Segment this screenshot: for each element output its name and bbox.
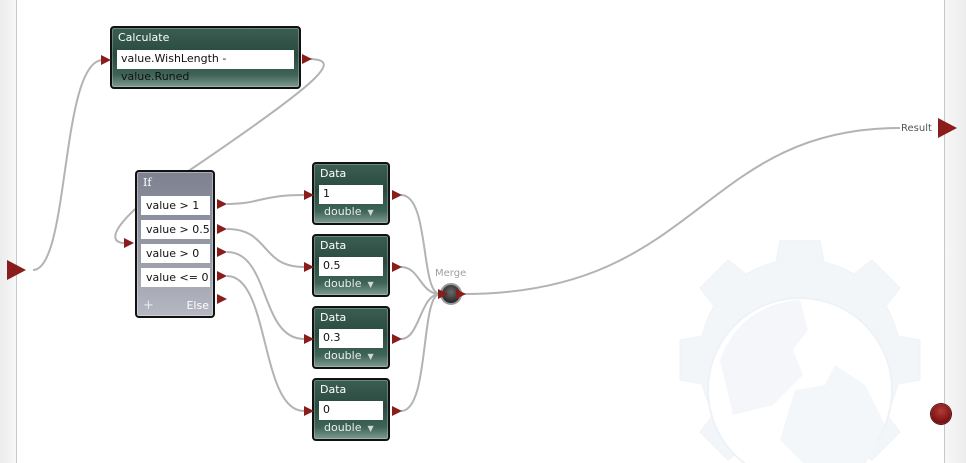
calculate-input-port[interactable]	[101, 55, 111, 65]
data-node-title: Data	[320, 383, 347, 396]
if-output-port-2[interactable]	[217, 224, 227, 234]
chevron-down-icon: ▼	[367, 352, 374, 361]
right-output-panel	[944, 0, 966, 463]
calculate-node-title: Calculate	[118, 31, 170, 44]
data-4-output-port[interactable]	[392, 406, 402, 416]
calculate-expression-input[interactable]: value.WishLength - value.Runed	[117, 50, 294, 83]
if-condition-2[interactable]: value > 0.5	[141, 220, 210, 239]
data-value-input[interactable]: 0	[319, 401, 383, 420]
data-node-title: Data	[320, 239, 347, 252]
data-type-dropdown[interactable]: double▼	[324, 205, 374, 218]
if-node-title: If	[143, 176, 152, 189]
wire-if1-to-data1	[226, 194, 305, 205]
data-node-title: Data	[320, 167, 347, 180]
data-2-output-port[interactable]	[392, 262, 402, 272]
add-output-button[interactable]	[931, 404, 951, 424]
data-1-output-port[interactable]	[392, 190, 402, 200]
wire-data3-to-merge	[400, 293, 441, 340]
if-condition-4[interactable]: value <= 0	[141, 268, 210, 287]
wire-data4-to-merge	[400, 293, 441, 412]
if-output-port-4[interactable]	[217, 271, 227, 281]
wire-if4-to-data4	[226, 275, 305, 412]
if-condition-1[interactable]: value > 1	[141, 196, 210, 215]
result-label: Result	[901, 123, 932, 134]
if-output-port-1[interactable]	[217, 199, 227, 209]
data-2-input-port[interactable]	[304, 262, 314, 272]
merge-label: Merge	[435, 268, 467, 279]
calculate-output-port[interactable]	[302, 54, 312, 64]
data-node-2[interactable]: Data 0.5 double▼	[312, 234, 390, 297]
merge-input-port[interactable]	[438, 289, 448, 299]
chevron-down-icon: ▼	[367, 424, 374, 433]
add-condition-button[interactable]: +	[143, 298, 154, 313]
wire-calculate-to-if	[114, 58, 325, 245]
if-node[interactable]: If value > 1 value > 0.5 value > 0 value…	[135, 170, 215, 318]
data-3-input-port[interactable]	[304, 334, 314, 344]
data-type-dropdown[interactable]: double▼	[324, 421, 374, 434]
wire-merge-to-result	[463, 127, 901, 295]
if-output-port-3[interactable]	[217, 247, 227, 257]
data-3-output-port[interactable]	[392, 334, 402, 344]
data-node-1[interactable]: Data 1 double▼	[312, 162, 390, 225]
data-value-input[interactable]: 1	[319, 185, 383, 204]
data-value-input[interactable]: 0.3	[319, 329, 383, 348]
data-type-dropdown[interactable]: double▼	[324, 349, 374, 362]
chevron-down-icon: ▼	[367, 208, 374, 217]
global-input-port[interactable]	[7, 260, 26, 280]
calculate-node[interactable]: Calculate value.WishLength - value.Runed	[110, 26, 301, 89]
if-condition-3[interactable]: value > 0	[141, 244, 210, 263]
gear-watermark-icon	[679, 240, 921, 463]
data-1-input-port[interactable]	[304, 190, 314, 200]
left-input-panel	[0, 0, 17, 463]
merge-output-port[interactable]	[456, 289, 466, 299]
data-4-input-port[interactable]	[304, 406, 314, 416]
data-type-dropdown[interactable]: double▼	[324, 277, 374, 290]
wire-data1-to-merge	[400, 194, 441, 295]
data-node-title: Data	[320, 311, 347, 324]
data-node-4[interactable]: Data 0 double▼	[312, 378, 390, 441]
data-node-3[interactable]: Data 0.3 double▼	[312, 306, 390, 369]
if-output-port-else[interactable]	[217, 294, 227, 304]
chevron-down-icon: ▼	[367, 280, 374, 289]
wire-if2-to-data2	[226, 228, 305, 268]
if-input-port[interactable]	[124, 238, 134, 248]
else-label: Else	[186, 299, 209, 312]
wire-data2-to-merge	[400, 266, 441, 295]
wire-input-to-calculate	[32, 59, 104, 271]
data-value-input[interactable]: 0.5	[319, 257, 383, 276]
result-output-port[interactable]	[938, 118, 957, 138]
wire-if3-to-data3	[226, 251, 305, 340]
